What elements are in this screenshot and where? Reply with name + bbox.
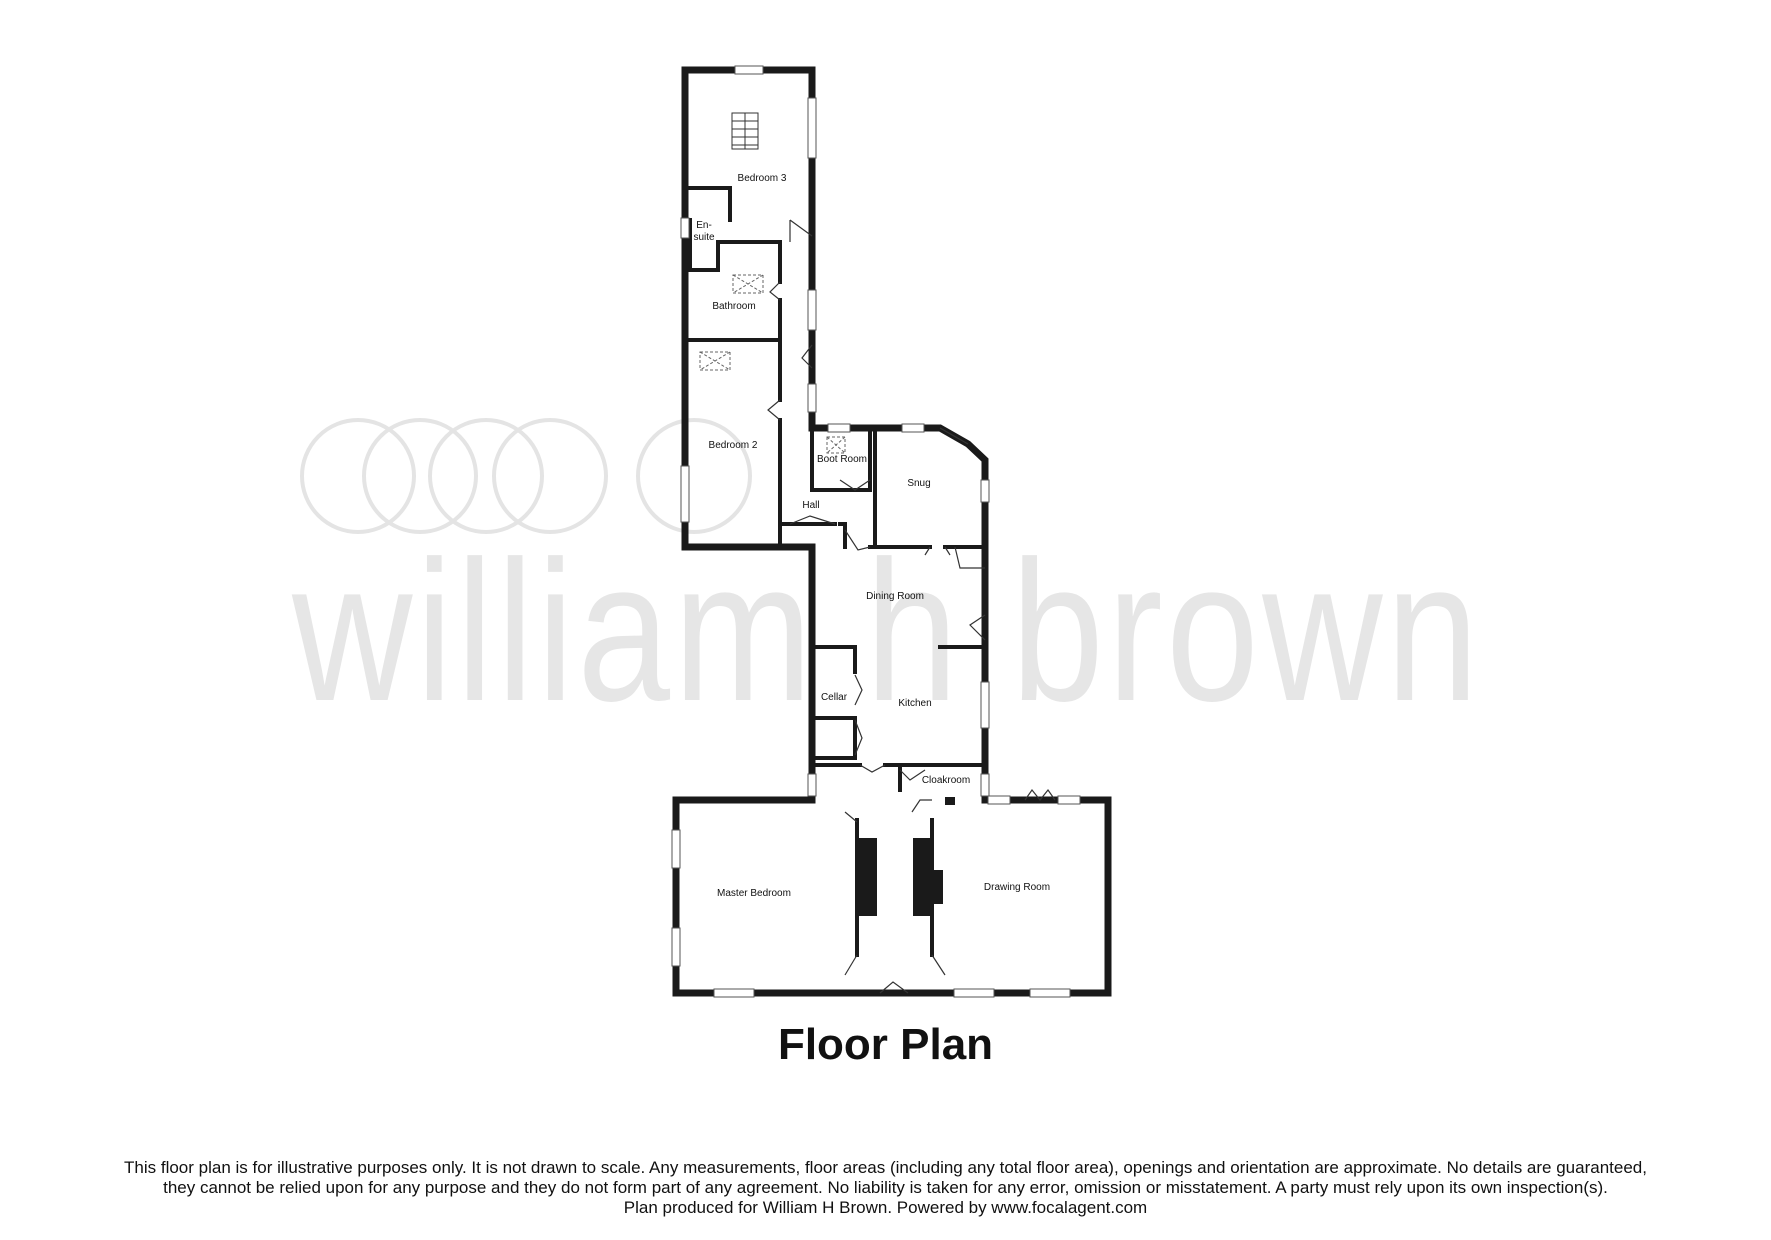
disclaimer-line-2: they cannot be relied upon for any purpo…	[163, 1178, 1608, 1197]
room-label-en-suite-line2: suite	[693, 232, 715, 243]
watermark-logo: william h brown	[291, 418, 1482, 743]
watermark-text: william h brown	[291, 520, 1482, 743]
room-label-bathroom: Bathroom	[712, 301, 755, 312]
room-labels: Bedroom 3 En- suite Bathroom Bedroom 2 B…	[693, 173, 1050, 899]
room-label-hall: Hall	[802, 500, 819, 511]
room-label-bedroom-2: Bedroom 2	[709, 440, 758, 451]
doors	[767, 219, 1056, 994]
room-label-drawing-room: Drawing Room	[984, 882, 1050, 893]
room-label-snug: Snug	[907, 478, 930, 489]
room-label-master-bedroom: Master Bedroom	[717, 888, 791, 899]
room-label-bedroom-3: Bedroom 3	[738, 173, 787, 184]
floor-plan-diagram: william h brown	[291, 65, 1482, 998]
skylight-bedroom-2	[699, 351, 731, 371]
disclaimer: This floor plan is for illustrative purp…	[30, 1158, 1741, 1218]
disclaimer-line-3: Plan produced for William H Brown. Power…	[623, 1198, 1148, 1217]
room-label-en-suite-line1: En-	[696, 220, 712, 231]
skylight-bathroom	[732, 274, 764, 294]
interior-walls	[683, 186, 987, 957]
disclaimer-line-1: This floor plan is for illustrative purp…	[124, 1158, 1647, 1177]
room-label-cellar: Cellar	[821, 692, 848, 703]
skylight-boot-room	[826, 436, 846, 454]
room-label-kitchen: Kitchen	[898, 698, 931, 709]
fixtures	[699, 112, 846, 454]
room-label-boot-room: Boot Room	[817, 454, 867, 465]
room-label-cloakroom: Cloakroom	[922, 775, 970, 786]
windows	[671, 65, 1081, 998]
room-label-dining-room: Dining Room	[866, 591, 924, 602]
page-title: Floor Plan	[777, 1020, 994, 1069]
